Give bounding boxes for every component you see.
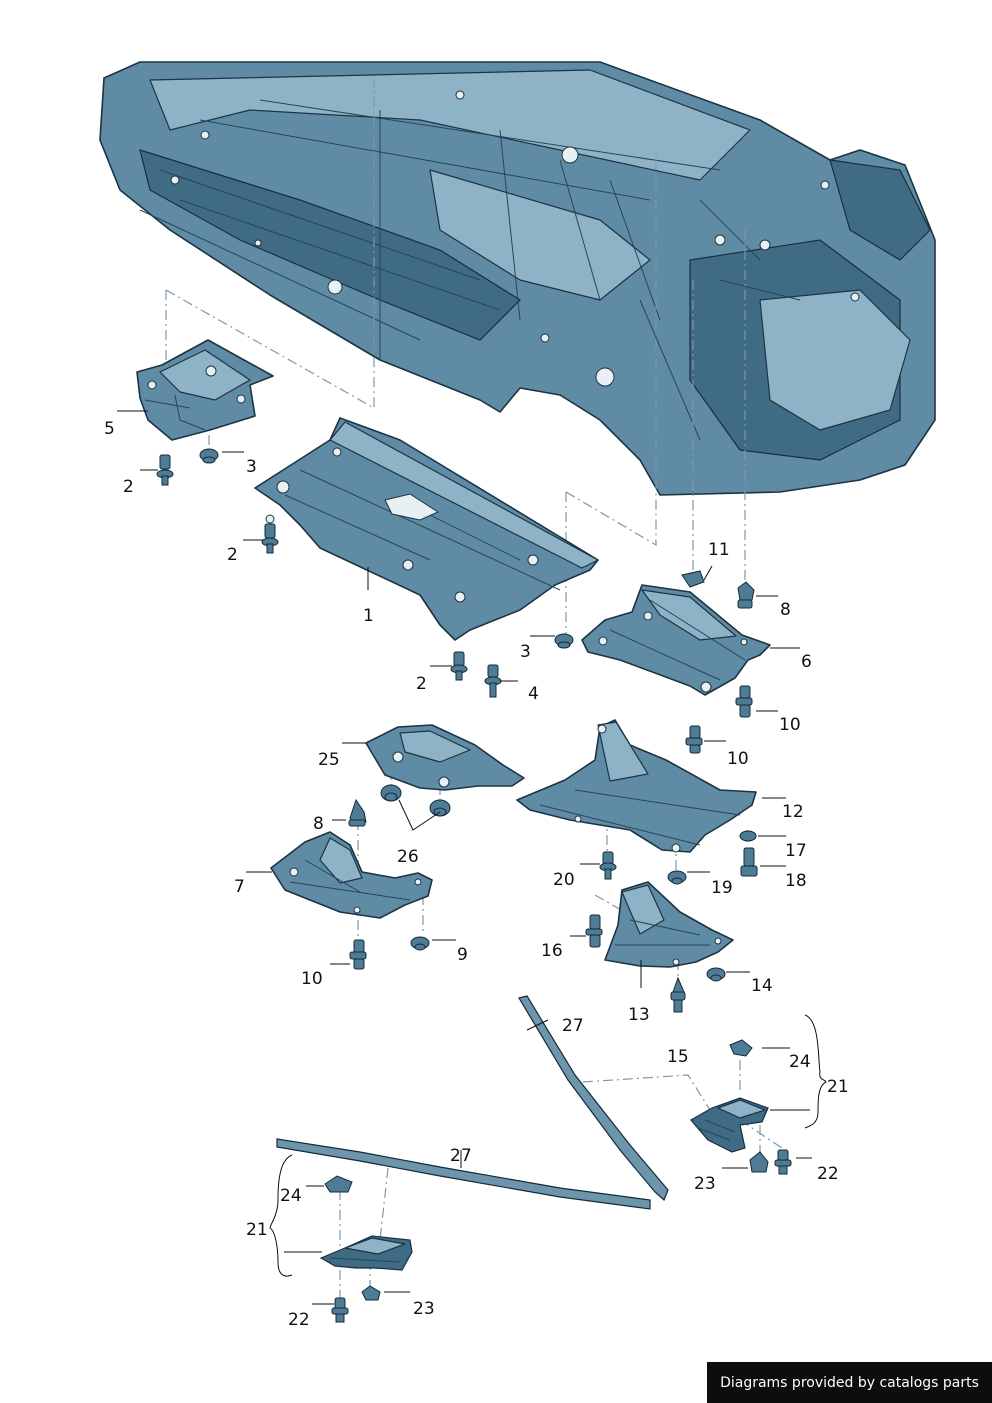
callout-24: 24 [789,1052,811,1072]
callout-24: 24 [280,1186,302,1206]
vehicle-underbody [99,61,936,496]
callout-16: 16 [541,941,563,961]
callout-2: 2 [416,674,427,694]
callout-1: 1 [363,606,374,626]
callout-13: 13 [628,1005,650,1025]
part-27-strips [276,995,669,1210]
callout-23: 23 [413,1299,435,1319]
callout-10: 10 [779,715,801,735]
part-1-main-panel [254,417,599,641]
part-13-shield [604,881,734,968]
callout-labels: 1 2 2 2 3 3 4 5 6 7 8 8 9 10 10 10 11 12… [104,419,849,1330]
callout-12: 12 [782,802,804,822]
callout-5: 5 [104,419,115,439]
part-21-bracket-right [690,1097,769,1153]
callout-3: 3 [246,457,257,477]
callout-20: 20 [553,870,575,890]
part-7-shield [270,831,433,919]
callout-27: 27 [450,1146,472,1166]
callout-17: 17 [785,841,807,861]
callout-14: 14 [751,976,773,996]
callout-2: 2 [227,545,238,565]
part-5-shield [136,339,274,441]
callout-6: 6 [801,652,812,672]
callout-10: 10 [727,749,749,769]
callout-15: 15 [667,1047,689,1067]
callout-3: 3 [520,642,531,662]
part-6-shield [581,584,771,696]
callout-9: 9 [457,945,468,965]
callout-26: 26 [397,847,419,867]
callout-25: 25 [318,750,340,770]
callout-2: 2 [123,477,134,497]
callout-21: 21 [827,1077,849,1097]
callout-21: 21 [246,1220,268,1240]
credit-banner: Diagrams provided by catalogs parts [707,1362,992,1403]
callout-4: 4 [528,684,539,704]
credit-text: Diagrams provided by catalogs parts [720,1374,979,1391]
callout-7: 7 [234,877,245,897]
callout-10: 10 [301,969,323,989]
callout-8: 8 [313,814,324,834]
fasteners [156,448,792,1323]
callout-8: 8 [780,600,791,620]
callout-11: 11 [708,540,730,560]
callout-23: 23 [694,1174,716,1194]
callout-22: 22 [817,1164,839,1184]
callout-27: 27 [562,1016,584,1036]
part-21-bracket-left [319,1235,413,1271]
callout-18: 18 [785,871,807,891]
part-25-shield [365,724,525,791]
callout-19: 19 [711,878,733,898]
part-12-shield [516,719,757,853]
callout-22: 22 [288,1310,310,1330]
leader-lines [117,410,827,1305]
